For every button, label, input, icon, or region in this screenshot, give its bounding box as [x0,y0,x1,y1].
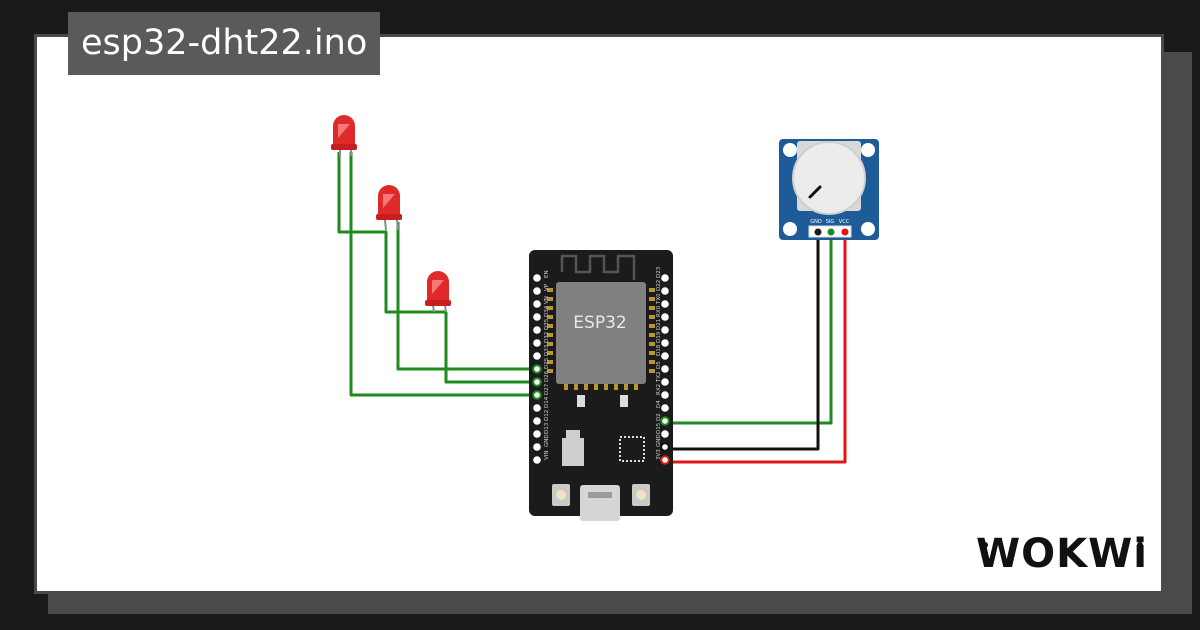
pin-label-d19: D19 [656,331,662,343]
pin-label-d26: D26 [544,370,550,382]
esp32-board[interactable]: ESP32 EN VP VN D34 D35 D32 D33 D25 D26 [529,250,673,521]
voltage-regulator [562,430,584,466]
pin-label-tx2: TX2 [656,371,662,383]
smd-capacitor [620,395,628,407]
esp32-module [556,282,646,384]
pin-label-gnd: GND [544,434,550,447]
potentiometer-knob[interactable] [792,141,866,215]
esp32-module-label: ESP32 [573,313,626,333]
pin-label-d5: D5 [656,361,662,369]
wire-pot-vcc[interactable] [666,232,847,464]
right-header-holes [661,274,669,464]
wokwi-logo-text: WOKWi [976,531,1148,577]
wire-led1-cathode[interactable] [349,152,536,397]
pin-label-d27: D27 [544,383,550,395]
led-2[interactable] [376,185,402,231]
led-1[interactable] [331,115,357,156]
usb-port [580,485,620,521]
pin-label-d14: D14 [544,396,550,408]
pin-label-d22: D22 [656,280,662,291]
pin-label-d33: D33 [544,344,550,356]
wires [337,152,847,464]
pin-label-d21: D21 [656,319,662,330]
pin-label-d23: D23 [656,266,662,278]
pin-label-tx0: TX0 [656,293,662,305]
pin-label-d34: D34 [544,305,550,317]
knob-indicator [808,185,822,199]
left-pin-labels: EN VP VN D34 D35 D32 D33 D25 D26 D27 D14… [544,270,550,460]
pin-label-d32: D32 [544,332,550,343]
pin-label-en: EN [544,270,550,278]
right-pin-labels: D23 D22 TX0 RX0 D21 D19 D18 D5 TX2 RX2 D… [656,266,662,460]
pot-pin-label-gnd: GND [810,219,822,225]
usb-uart-chip [619,436,645,462]
wire-led2[interactable] [396,222,536,371]
antenna-trace [560,254,636,280]
wire-pot-gnd[interactable] [666,232,820,451]
potentiometer-module[interactable]: GND SIG VCC [779,139,879,240]
project-title[interactable]: esp32-dht22.ino [68,12,381,75]
pin-label-d25: D25 [544,357,550,369]
boot-button[interactable] [552,484,570,506]
wire-led3[interactable] [444,312,536,384]
pin-label-d12: D12 [544,410,550,421]
pin-label-vn: VN [544,296,550,304]
wokwi-logo: WOKWi [976,531,1148,577]
wire-led1-anode[interactable] [337,152,446,314]
connected-pins [532,364,670,465]
pin-label-gnd-r: GND [656,434,662,447]
pin-label-rx2: RX2 [656,384,662,395]
led-3[interactable] [425,271,451,313]
pin-label-3v3: 3V3 [656,449,662,460]
pin-label-d4: D4 [656,400,662,408]
smd-resistor [577,395,585,407]
pin-label-d35: D35 [544,318,550,330]
module-pads [547,288,655,390]
reset-button[interactable] [632,484,650,506]
pin-label-vin: VIN [544,451,550,461]
pot-pin-label-sig: SIG [826,219,835,225]
wire-pot-sig[interactable] [666,232,833,425]
pin-label-d15: D15 [656,422,662,434]
pin-label-d13: D13 [544,422,550,434]
pot-pin-label-vcc: VCC [839,219,850,225]
pin-label-d2: D2 [656,413,662,421]
pin-label-rx0: RX0 [656,305,662,317]
pin-label-vp: VP [544,283,550,291]
pin-label-d18: D18 [656,344,662,356]
